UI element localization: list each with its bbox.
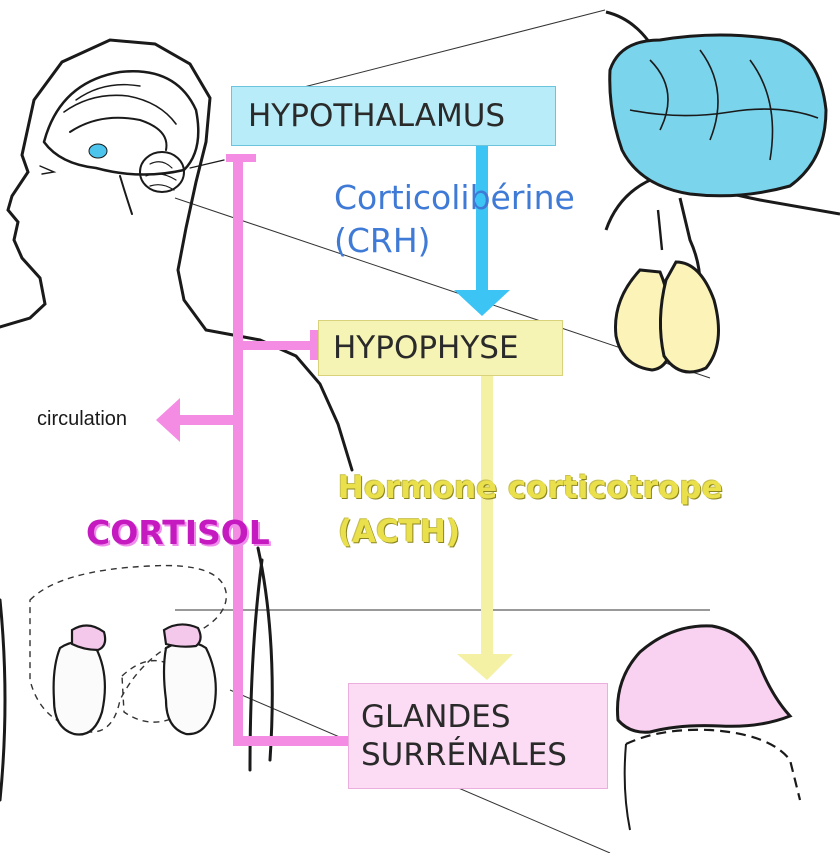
crh-label-line1: Corticolibérine <box>334 178 575 217</box>
cortisol-label: CORTISOL <box>86 513 270 552</box>
surrenales-box: GLANDES SURRÉNALES <box>348 683 608 789</box>
surrenales-label-line2: SURRÉNALES <box>361 737 567 773</box>
crh-arrow <box>454 146 510 316</box>
acth-label-line2: (ACTH) <box>338 514 461 550</box>
crh-label-line2: (CRH) <box>334 221 431 260</box>
adrenal-illustration <box>615 624 802 831</box>
circulation-label: circulation <box>37 408 128 430</box>
hypothalamus-box: HYPOTHALAMUS <box>231 86 556 146</box>
pituitary-illustration <box>604 10 840 374</box>
hypophyse-box: HYPOPHYSE <box>318 320 563 376</box>
acth-arrow <box>457 376 513 680</box>
crh-label: Corticolibérine (CRH) <box>334 176 575 262</box>
hypophyse-label: HYPOPHYSE <box>333 330 519 366</box>
surrenales-label-line1: GLANDES <box>361 699 511 735</box>
acth-label-line1: Hormone corticotrope <box>338 470 723 506</box>
hypothalamus-spot <box>88 143 108 159</box>
cortisol-feedback <box>156 154 351 746</box>
acth-label: Hormone corticotrope (ACTH) <box>338 466 723 554</box>
hypothalamus-label: HYPOTHALAMUS <box>248 98 506 134</box>
kidneys <box>52 623 217 736</box>
